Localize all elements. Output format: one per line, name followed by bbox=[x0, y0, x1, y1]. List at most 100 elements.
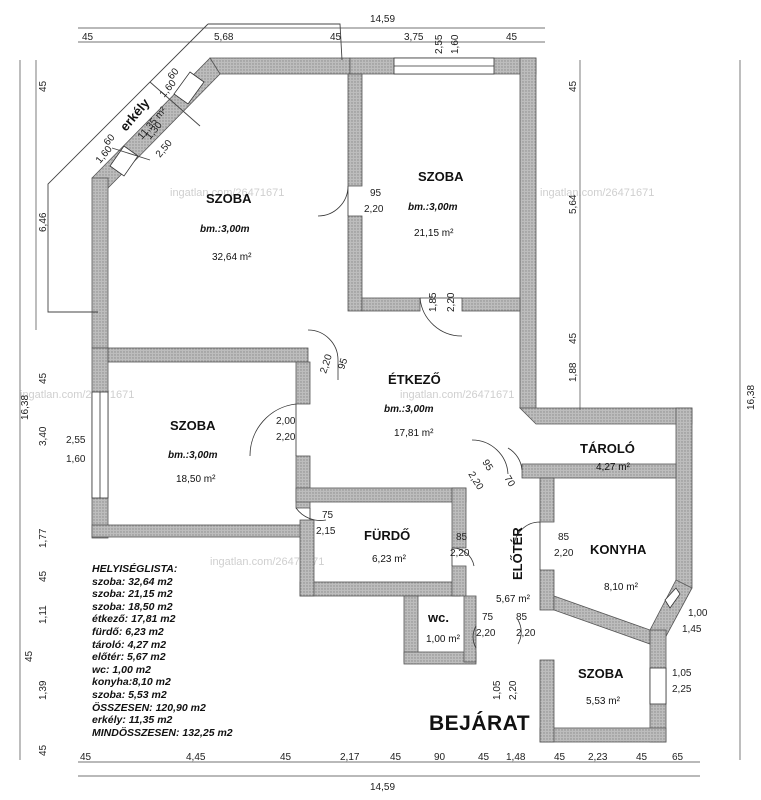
room-name: ÉTKEZŐ bbox=[388, 372, 441, 387]
dim-door: 85 bbox=[558, 532, 570, 543]
dim-bottom: 1,48 bbox=[506, 752, 526, 763]
room-name: wc. bbox=[427, 610, 449, 625]
dim-bottom: 90 bbox=[434, 752, 446, 763]
room-list-grand-total: MINDÖSSZESEN: 132,25 m2 bbox=[92, 726, 233, 739]
room-name: SZOBA bbox=[170, 418, 216, 433]
room-name: ELŐTÉR bbox=[510, 527, 525, 580]
dim-left: 6,46 bbox=[38, 212, 49, 232]
dim-door: 2,20 bbox=[476, 628, 496, 639]
room-area: 6,23 m² bbox=[372, 554, 407, 565]
room-list-item: fürdő: 6,23 m2 bbox=[92, 625, 164, 638]
bottom-dimensions: 45 4,45 45 2,17 45 90 45 1,48 45 2,23 45… bbox=[80, 752, 684, 793]
dim-door: 1,05 bbox=[492, 680, 503, 700]
room-list-item: tároló: 4,27 m2 bbox=[92, 638, 167, 651]
dim-right: 1,88 bbox=[568, 362, 579, 382]
room-list-title: HELYISÉGLISTA: bbox=[92, 563, 178, 575]
doors bbox=[249, 185, 541, 649]
dim-bottom: 2,23 bbox=[588, 752, 608, 763]
room-area: 5,53 m² bbox=[586, 696, 621, 707]
room-list-item: szoba: 32,64 m2 bbox=[92, 575, 173, 588]
dim-door: 2,20 bbox=[516, 628, 536, 639]
watermark: ingatlan.com/26471671 bbox=[400, 389, 514, 401]
room-list-item: előtér: 5,67 m2 bbox=[92, 651, 166, 664]
room-szoba-3: SZOBA bm.:3,00m 18,50 m² bbox=[168, 418, 218, 485]
room-etkezo: ÉTKEZŐ bm.:3,00m 17,81 m² bbox=[384, 372, 441, 439]
dim-left: 45 bbox=[38, 744, 49, 756]
dim-door: 85 bbox=[456, 532, 468, 543]
room-height: bm.:3,00m bbox=[384, 404, 434, 415]
room-list-item: szoba: 18,50 m2 bbox=[92, 600, 173, 613]
dim-bottom: 45 bbox=[636, 752, 648, 763]
room-area: 8,10 m² bbox=[604, 582, 639, 593]
dim-top: 45 bbox=[330, 32, 342, 43]
room-wc: wc. 1,00 m² bbox=[426, 610, 461, 645]
dim-left: 1,77 bbox=[38, 528, 49, 548]
room-szoba-4: SZOBA 5,53 m² bbox=[578, 666, 624, 707]
room-tarolo: TÁROLÓ 4,27 m² bbox=[580, 441, 635, 473]
dim-window: 2,55 bbox=[66, 435, 86, 446]
door-dimensions: 95 2,20 1,85 2,20 95 2,20 2,00 2,20 95 2… bbox=[276, 188, 708, 700]
left-dimensions: 45 6,46 45 3,40 1,77 45 1,11 45 1,39 45 … bbox=[20, 80, 86, 756]
dim-door: 2,20 bbox=[276, 432, 296, 443]
room-area: 5,67 m² bbox=[496, 594, 531, 605]
right-total: 16,38 bbox=[746, 385, 757, 410]
dim-top: 5,68 bbox=[214, 32, 234, 43]
dim-door: 2,20 bbox=[508, 680, 519, 700]
dim-left: 1,11 bbox=[38, 605, 49, 624]
room-list-item: étkező: 17,81 m2 bbox=[92, 613, 176, 626]
dim-balcony: 2,50 bbox=[154, 138, 175, 160]
dim-left: 45 bbox=[38, 80, 49, 92]
dim-bottom: 45 bbox=[80, 752, 92, 763]
dim-right: 45 bbox=[568, 332, 579, 344]
watermark: ingatlan.com/26471671 bbox=[20, 389, 134, 401]
dim-door: 2,20 bbox=[364, 204, 384, 215]
room-list-item: konyha:8,10 m2 bbox=[92, 676, 171, 689]
dim-door: 2,00 bbox=[276, 416, 296, 427]
room-list-item: wc: 1,00 m2 bbox=[92, 663, 151, 676]
room-eloter: ELŐTÉR 5,67 m² bbox=[496, 527, 531, 605]
dim-bottom: 45 bbox=[478, 752, 490, 763]
dim-bottom: 2,17 bbox=[340, 752, 360, 763]
dim-right: 45 bbox=[568, 80, 579, 92]
dim-door: 2,25 bbox=[672, 684, 692, 695]
dim-door: 1,85 bbox=[428, 292, 439, 312]
dim-door: 85 bbox=[516, 612, 528, 623]
dim-door: 2,20 bbox=[318, 353, 335, 375]
room-height: bm.:3,00m bbox=[200, 224, 250, 235]
dim-door: 95 bbox=[479, 458, 494, 474]
room-name: SZOBA bbox=[418, 169, 464, 184]
watermark: ingatlan.com/26471671 bbox=[210, 556, 324, 568]
room-list-item: szoba: 5,53 m2 bbox=[92, 688, 167, 701]
room-konyha: KONYHA 8,10 m² bbox=[590, 542, 647, 593]
dim-bottom: 45 bbox=[554, 752, 566, 763]
top-dimensions: 14,59 45 5,68 45 3,75 45 2,55 1,60 bbox=[82, 14, 518, 54]
dim-door: 2,20 bbox=[465, 470, 485, 493]
room-area: 1,00 m² bbox=[426, 634, 461, 645]
dim-right: 5,64 bbox=[568, 194, 579, 214]
dim-top: 45 bbox=[506, 32, 518, 43]
room-name: SZOBA bbox=[206, 191, 252, 206]
room-area: 4,27 m² bbox=[596, 462, 631, 473]
entrance-label: BEJÁRAT bbox=[429, 712, 531, 735]
room-area: 17,81 m² bbox=[394, 428, 434, 439]
dim-left: 3,40 bbox=[38, 426, 49, 446]
dim-bottom: 45 bbox=[280, 752, 292, 763]
dim-door: 2,20 bbox=[446, 292, 457, 312]
dim-bottom: 45 bbox=[390, 752, 402, 763]
dim-door: 2,15 bbox=[316, 526, 336, 537]
dim-left: 45 bbox=[24, 650, 35, 662]
left-total: 16,38 bbox=[20, 395, 31, 420]
dim-bottom: 65 bbox=[672, 752, 684, 763]
dim-top: 45 bbox=[82, 32, 94, 43]
room-area: 18,50 m² bbox=[176, 474, 216, 485]
balcony-outline bbox=[47, 23, 343, 313]
dim-left: 45 bbox=[38, 570, 49, 582]
dim-window: 1,60 bbox=[66, 454, 86, 465]
room-szoba-2: SZOBA bm.:3,00m 21,15 m² bbox=[408, 169, 464, 239]
right-dimensions: 45 5,64 45 1,88 16,38 bbox=[568, 80, 757, 410]
bottom-total: 14,59 bbox=[370, 782, 395, 793]
dim-door: 75 bbox=[322, 510, 334, 521]
dim-window: 1,60 bbox=[450, 34, 461, 54]
room-list-balcony: erkély: 11,35 m2 bbox=[92, 714, 173, 727]
